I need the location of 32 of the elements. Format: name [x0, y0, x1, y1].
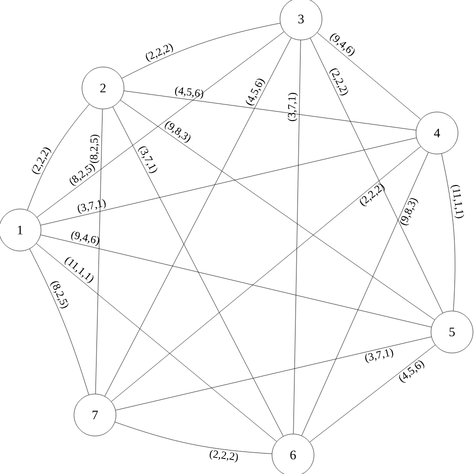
- edge-line: [301, 152, 429, 436]
- edge-line: [310, 38, 443, 314]
- edge-label: (9,4,6): [71, 231, 100, 246]
- edge-label: (8,2,5): [90, 134, 100, 163]
- edge-label: (3,7,1): [78, 199, 106, 214]
- edge-line: [40, 234, 432, 328]
- edge-line: [104, 38, 292, 396]
- edge-label: (3,7,1): [288, 92, 298, 122]
- edge-label: (11,1,1): [450, 185, 464, 218]
- edge-line: [114, 422, 272, 454]
- edge-line: [111, 146, 421, 402]
- edge-line: [40, 138, 417, 226]
- edge-label: (2,2,2): [210, 450, 238, 463]
- edge-line: [95, 109, 103, 394]
- edge-line: [293, 40, 301, 434]
- edge-line: [112, 106, 284, 436]
- edge-line: [115, 336, 432, 410]
- edge-line: [124, 90, 416, 130]
- edge-line: [36, 243, 277, 442]
- edge-line: [36, 32, 284, 218]
- edge-label: (9,8,3): [400, 198, 418, 226]
- edge-line: [310, 344, 436, 442]
- edge-line: [27, 104, 90, 210]
- edge-line: [120, 100, 435, 320]
- edge-label: (8,2,5): [50, 281, 68, 308]
- edge-line: [441, 154, 456, 312]
- edge-line: [122, 22, 280, 78]
- edge-label: (2,2,2): [146, 44, 173, 62]
- edge-line: [317, 32, 421, 120]
- edge-line: [29, 248, 89, 395]
- edge-label: (3,7,1): [365, 348, 394, 364]
- edge-label: (4,5,6): [175, 86, 204, 100]
